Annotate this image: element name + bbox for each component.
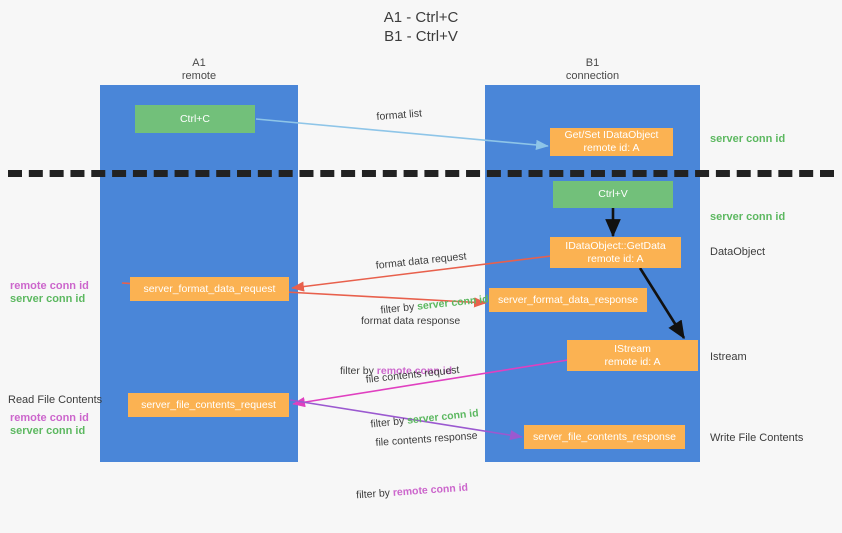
right-label-server-conn-id-1: server conn id	[710, 133, 786, 145]
box-getset-idataobject[interactable]: Get/Set IDataObject remote id: A	[550, 128, 673, 156]
edge-label-format-data-response: format data response filter by remote co…	[340, 284, 461, 409]
right-label-istream: Istream	[710, 351, 747, 363]
left-label-server-conn-id-2: server conn id	[10, 425, 86, 437]
edge-label-format-data-response-title: format data response	[361, 315, 461, 327]
phase-divider	[8, 170, 834, 177]
edge-label-format-data-response-filter: filter by remote conn id	[340, 364, 460, 379]
box-idataobject-getdata-line1: IDataObject::GetData	[565, 239, 666, 252]
box-server-file-contents-response[interactable]: server_file_contents_response	[524, 425, 685, 449]
box-getset-idataobject-line2: remote id: A	[583, 142, 640, 154]
box-server-format-data-request[interactable]: server_format_data_request	[130, 277, 289, 301]
page-title: A1 - Ctrl+C B1 - Ctrl+V	[383, 9, 459, 45]
left-label-remote-conn-id-1: remote conn id	[10, 280, 89, 292]
filter-prefix: filter by	[340, 365, 377, 377]
box-server-format-data-response-label: server_format_data_response	[497, 293, 639, 306]
box-server-file-contents-request-label: server_file_contents_request	[141, 398, 276, 411]
edge-label-file-contents-request-title: file contents request	[365, 364, 460, 386]
right-label-server-conn-id-2: server conn id	[710, 211, 786, 223]
box-ctrl-c-label: Ctrl+C	[179, 112, 211, 125]
left-label-remote-conn-id-2: remote conn id	[10, 412, 89, 424]
edge-label-file-contents-response-title: file contents response	[375, 429, 478, 449]
box-istream-line1: IStream	[614, 342, 651, 355]
filter-value-remote-conn-id: remote conn id	[376, 365, 453, 377]
filter-prefix: filter by	[355, 486, 394, 502]
box-server-file-contents-request[interactable]: server_file_contents_request	[128, 393, 289, 417]
box-ctrl-c[interactable]: Ctrl+C	[135, 105, 255, 133]
right-label-dataobject: DataObject	[710, 246, 766, 258]
box-ctrl-v-label: Ctrl+V	[598, 188, 628, 200]
lane-header-a1: A1 remote	[181, 57, 217, 82]
edge-label-format-data-request-title: format data request	[375, 250, 468, 272]
box-ctrl-v[interactable]: Ctrl+V	[553, 181, 673, 208]
box-istream[interactable]: IStream remote id: A	[567, 340, 698, 371]
box-idataobject-getdata-line2: remote id: A	[587, 252, 644, 265]
left-label-read-file-contents: Read File Contents	[8, 394, 103, 406]
edge-label-file-contents-response: file contents response filter by remote …	[356, 399, 484, 532]
left-label-server-conn-id-1: server conn id	[10, 293, 86, 305]
diagram-canvas: A1 - Ctrl+C B1 - Ctrl+V A1 remote B1 con…	[8, 9, 834, 501]
right-label-write-file-contents: Write File Contents	[710, 432, 804, 444]
filter-value-remote-conn-id: remote conn id	[392, 481, 469, 499]
box-istream-line2: remote id: A	[604, 355, 661, 368]
box-server-file-contents-response-label: server_file_contents_response	[532, 430, 676, 443]
box-server-format-data-request-label: server_format_data_request	[143, 282, 276, 295]
box-idataobject-getdata[interactable]: IDataObject::GetData remote id: A	[550, 237, 681, 268]
lane-header-b1: B1 connection	[565, 57, 620, 82]
box-getset-idataobject-line1: Get/Set IDataObject	[564, 129, 659, 141]
box-server-format-data-response[interactable]: server_format_data_response	[489, 288, 647, 312]
edge-label-format-list: format list	[376, 107, 423, 123]
edge-label-file-contents-response-filter: filter by remote conn id	[356, 480, 482, 504]
